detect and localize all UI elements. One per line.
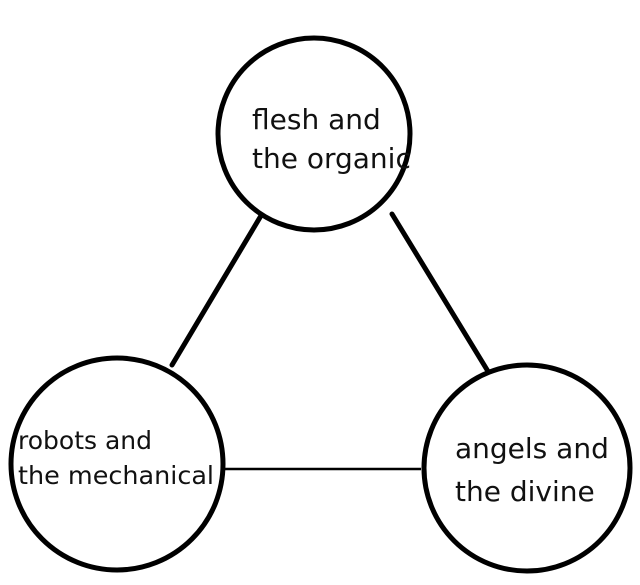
node-angels-divine: angels and the divine [421,362,633,574]
node-circle [215,35,413,233]
node-label-line1: angels and [455,432,609,465]
node-circle [421,362,633,574]
edge-top-right [389,211,492,376]
node-robots-mechanical: robots and the mechanical [8,355,226,573]
node-label-line2: the mechanical [18,461,214,490]
node-label-line1: flesh and [252,103,381,136]
node-label-line2: the divine [455,475,595,508]
node-label-line1: robots and [18,426,152,455]
node-circle [8,355,226,573]
node-flesh-organic: flesh and the organic [215,35,413,233]
edge-top-left [169,211,265,368]
node-label-line2: the organic [252,142,411,175]
